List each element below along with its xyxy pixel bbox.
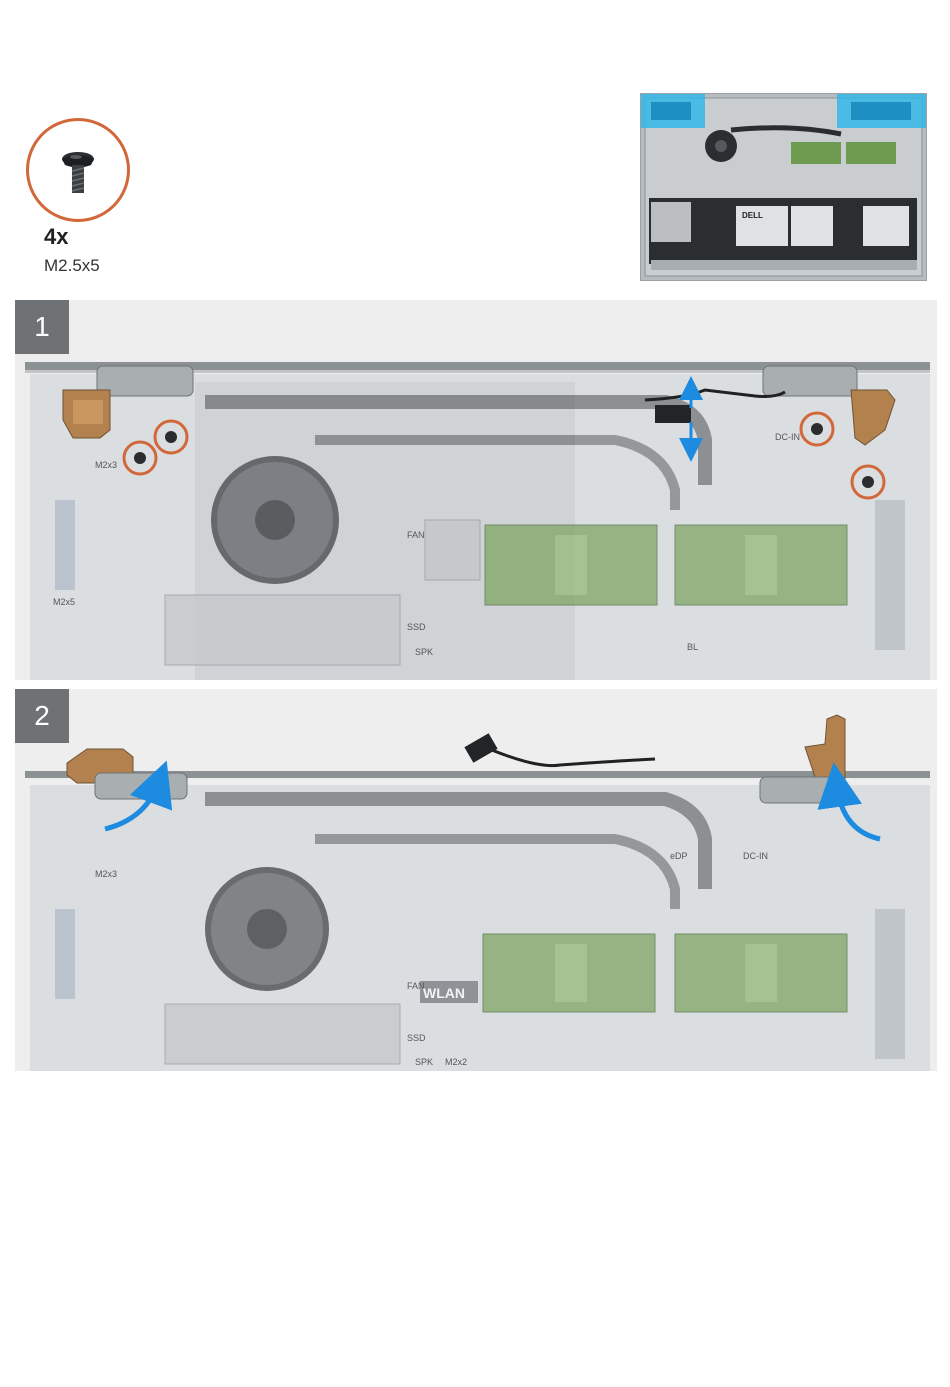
step-2-illustration: eDP DC-IN FAN WLAN SSD SPK M2x3 M2x2	[15, 689, 937, 1071]
label-m2x3: M2x3	[95, 869, 117, 879]
label-edp: eDP	[670, 851, 688, 861]
label-fan: FAN	[407, 530, 425, 540]
step-1-illustration: DC-IN FAN SSD SPK BL M2x3 M2x5	[15, 300, 937, 680]
step-2-panel: 2	[15, 689, 937, 1071]
label-wlan: WLAN	[423, 985, 465, 1001]
screw-legend: 4x M2.5x5	[22, 112, 142, 282]
label-dc-in: DC-IN	[743, 851, 768, 861]
step-1-panel: 1	[15, 300, 937, 680]
label-m2x3: M2x3	[95, 460, 117, 470]
label-spk: SPK	[415, 647, 433, 657]
label-ssd: SSD	[407, 622, 426, 632]
label-m2x5: M2x5	[53, 597, 75, 607]
label-m2x2: M2x2	[445, 1057, 467, 1067]
screw-count: 4x	[44, 224, 68, 250]
label-fan: FAN	[407, 981, 425, 991]
label-dc-in: DC-IN	[775, 432, 800, 442]
battery-brand: DELL	[742, 211, 763, 220]
label-bl: BL	[687, 642, 698, 652]
fan	[205, 867, 329, 991]
screw-icon	[26, 118, 130, 222]
screw-size: M2.5x5	[44, 256, 100, 276]
overview-thumbnail: DELL	[640, 93, 927, 281]
step-number: 2	[15, 689, 69, 743]
fan	[211, 456, 339, 584]
step-number: 1	[15, 300, 69, 354]
label-spk: SPK	[415, 1057, 433, 1067]
label-ssd: SSD	[407, 1033, 426, 1043]
